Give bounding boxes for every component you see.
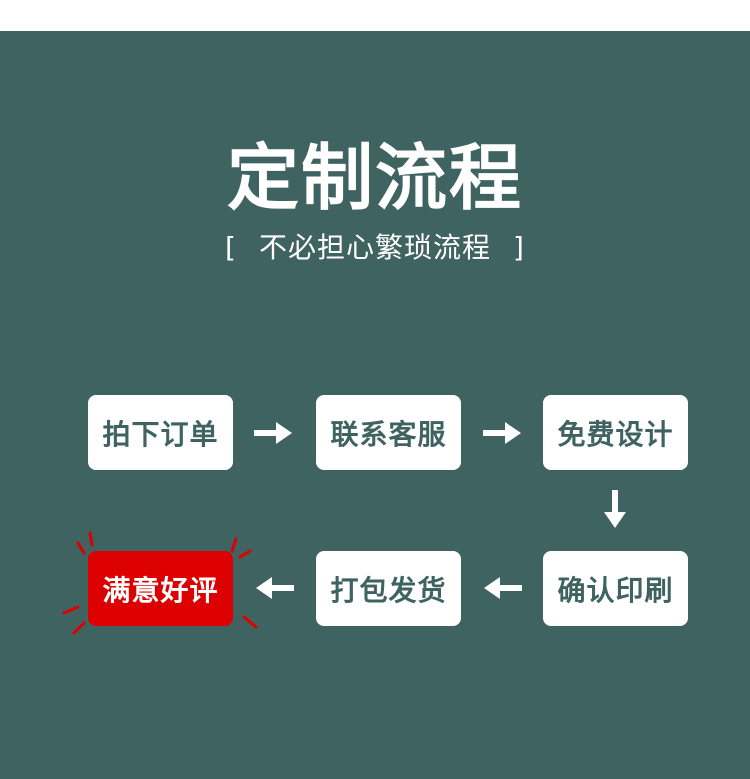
step-pack-ship: 打包发货 [316, 551, 461, 626]
step-good-review: 满意好评 [88, 551, 233, 626]
step-contact-support: 联系客服 [316, 395, 461, 470]
arrow-down-icon [604, 490, 626, 528]
arrow-left-icon [256, 577, 294, 599]
page-title: 定制流程 [226, 136, 523, 220]
subtitle-text: 不必担心繁琐流程 [258, 231, 491, 264]
page-subtitle: [ 不必担心繁琐流程] [0, 228, 750, 268]
arrow-right-icon [254, 422, 292, 444]
arrow-right-icon [483, 422, 521, 444]
subtitle-close-bracket: ] [513, 231, 525, 264]
step-place-order: 拍下订单 [88, 395, 233, 470]
step-confirm-print: 确认印刷 [543, 551, 688, 626]
step-free-design: 免费设计 [543, 395, 688, 470]
arrow-left-icon [484, 577, 522, 599]
subtitle-open-bracket: [ [225, 231, 237, 264]
